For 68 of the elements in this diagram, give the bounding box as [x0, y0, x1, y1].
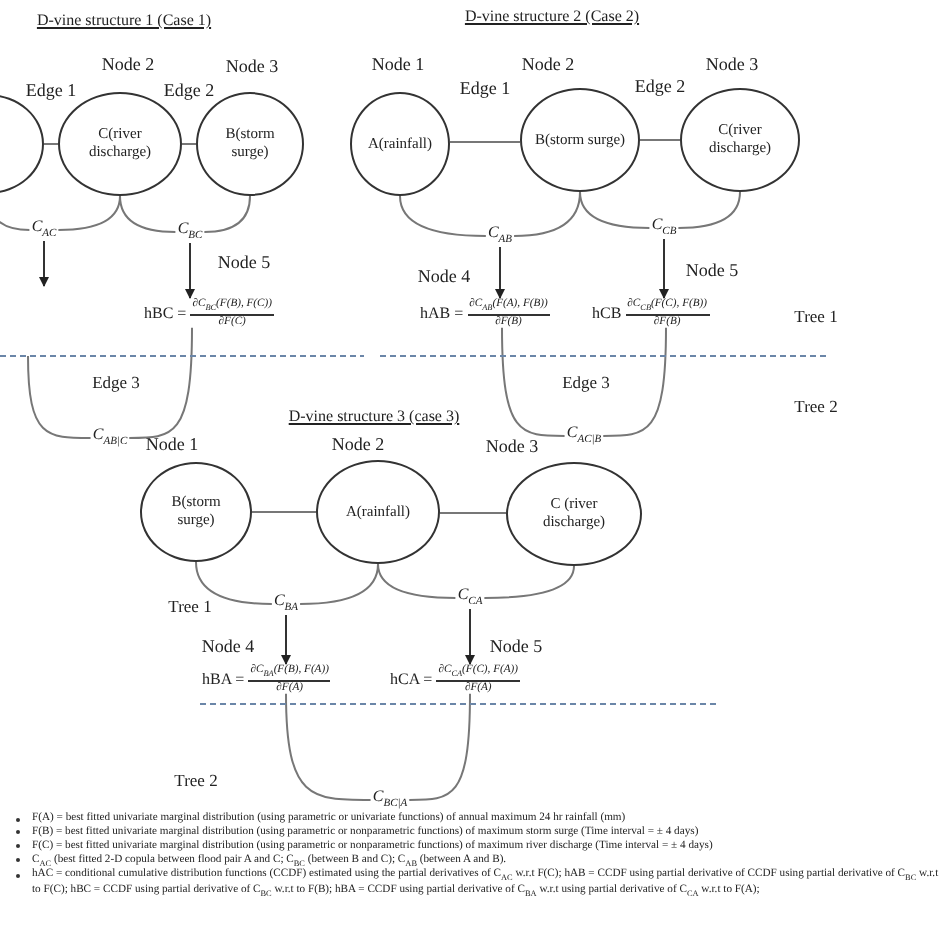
- connector-line: [203, 195, 251, 233]
- connector-line: [501, 326, 566, 437]
- copula-label: C$_{AB|C}$: [90, 426, 130, 450]
- copula-label: C$_{AC}$: [29, 218, 59, 242]
- formula-text: hCB: [592, 303, 622, 322]
- connector-line: [408, 692, 471, 801]
- tree-label: Edge 3: [562, 372, 610, 392]
- tree-label: Tree 2: [794, 396, 838, 416]
- connector-line: [399, 195, 487, 237]
- connector-line: [43, 143, 59, 145]
- node-label: Node 2: [331, 433, 385, 455]
- node-label: Node 5: [685, 260, 739, 280]
- node-label: Node 1: [145, 433, 199, 455]
- edge-label: Edge 1: [459, 78, 511, 98]
- arrow: [281, 614, 291, 665]
- node-label: Node 1: [371, 53, 425, 75]
- copula-label: C$_{CB}$: [649, 216, 679, 240]
- connector-line: [377, 563, 457, 599]
- connector-line: [677, 191, 741, 229]
- node-label: Node 2: [521, 53, 575, 75]
- formula-text: hBC =: [144, 303, 187, 322]
- node-label: Node 3: [485, 435, 539, 457]
- connector-line: [251, 511, 317, 513]
- connector-line: [579, 191, 651, 229]
- edge-label: Edge 1: [25, 80, 77, 100]
- connector-line: [119, 195, 177, 233]
- node-label: Node 4: [201, 636, 255, 656]
- tree-label: Tree 2: [174, 770, 218, 790]
- copula-label: C$_{BC|A}$: [370, 788, 410, 812]
- arrow: [465, 608, 475, 665]
- copula-label: C$_{BA}$: [271, 592, 301, 616]
- connector-line: [128, 326, 193, 439]
- connector-line: [27, 355, 92, 439]
- edge-label: Edge 2: [163, 80, 215, 100]
- connector-line: [285, 692, 372, 801]
- tree-label: Tree 1: [794, 306, 838, 326]
- connector-line: [639, 139, 681, 141]
- formula-text: hCA =: [390, 669, 433, 688]
- arrow: [185, 242, 195, 299]
- arrow: [39, 240, 49, 287]
- formula-text: hBA =: [202, 669, 245, 688]
- section-title: D-vine structure 3 (case 3): [288, 407, 460, 425]
- node-label: Node 2: [101, 53, 155, 75]
- arrow: [495, 246, 505, 299]
- copula-label: C$_{CA}$: [455, 586, 485, 610]
- connector-line: [299, 563, 379, 605]
- formula-text: hAB =: [420, 303, 464, 322]
- arrow: [659, 238, 669, 299]
- edge-label: Edge 2: [634, 76, 686, 96]
- section-title: D-vine structure 2 (Case 2): [464, 7, 640, 25]
- node-label: Node 3: [705, 53, 759, 75]
- tree-label: Tree 1: [168, 596, 212, 616]
- connector-line: [439, 512, 507, 514]
- connector-line: [181, 143, 197, 145]
- node-label: Node 3: [225, 55, 279, 77]
- connector-line: [449, 141, 521, 143]
- connector-line: [195, 561, 273, 605]
- copula-label: C$_{AC|B}$: [564, 424, 604, 448]
- node-label: Node 5: [217, 252, 271, 272]
- connector-line: [57, 195, 121, 231]
- node-label: Node 4: [417, 266, 471, 286]
- copula-label: C$_{AB}$: [485, 224, 515, 248]
- section-title: D-vine structure 1 (Case 1): [36, 11, 212, 29]
- tree-label: Edge 3: [92, 372, 140, 392]
- connector-line: [483, 565, 575, 599]
- node-label: Node 5: [489, 636, 543, 656]
- copula-label: C$_{BC}$: [175, 220, 205, 244]
- connector-line: [602, 326, 667, 437]
